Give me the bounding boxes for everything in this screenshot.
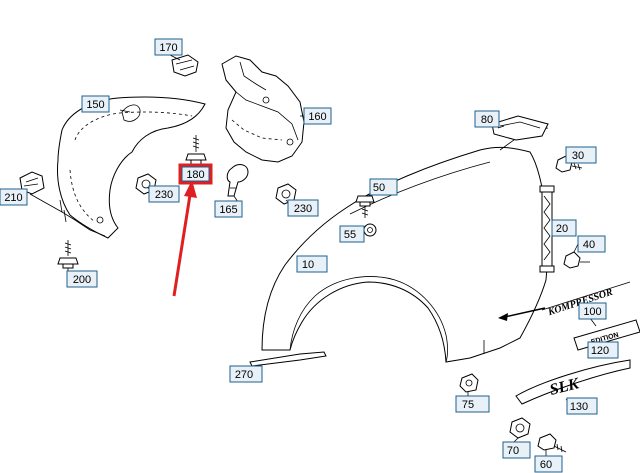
callout-10-text: 10 <box>302 259 314 271</box>
wheel-arch-liner-150 <box>57 96 206 239</box>
callout-60[interactable]: 60 <box>534 455 563 473</box>
callout-55-text: 55 <box>344 229 356 241</box>
bracket-80 <box>491 115 549 141</box>
slk-emblem: SLK <box>515 359 631 405</box>
callout-10[interactable]: 10 <box>296 255 328 273</box>
screw-200 <box>57 240 79 269</box>
callout-75-text: 75 <box>462 399 474 411</box>
callout-270-text: 270 <box>235 369 253 381</box>
callout-50-text: 50 <box>373 182 385 194</box>
callout-180[interactable]: 180 <box>178 163 213 185</box>
screw-50 <box>355 195 375 218</box>
mounting-arrow <box>498 307 546 321</box>
callout-165[interactable]: 165 <box>214 200 243 218</box>
callout-160[interactable]: 160 <box>303 107 332 125</box>
callout-60-text: 60 <box>540 459 552 471</box>
callout-270[interactable]: 270 <box>229 365 263 383</box>
callout-200[interactable]: 200 <box>66 270 98 288</box>
callout-210[interactable]: 210 <box>0 188 28 206</box>
callout-230-middle-text: 230 <box>294 203 312 215</box>
callout-80-text: 80 <box>481 114 493 126</box>
callout-230-left-text: 230 <box>155 189 173 201</box>
callout-160-text: 160 <box>308 111 326 123</box>
clip-165 <box>226 164 249 197</box>
callout-120-text: 120 <box>591 345 609 357</box>
clip-40 <box>563 251 590 269</box>
callout-75[interactable]: 75 <box>455 395 490 413</box>
nut-230-middle <box>275 183 297 205</box>
callout-200-text: 200 <box>73 274 91 286</box>
screw-60 <box>537 433 567 453</box>
screw-180 <box>185 135 207 165</box>
liner-panel-160 <box>221 55 305 163</box>
clip-170 <box>171 54 199 77</box>
nut-70 <box>509 417 531 439</box>
callout-70[interactable]: 70 <box>502 441 531 459</box>
callout-130[interactable]: 130 <box>566 397 598 415</box>
slk-badge-text: SLK <box>548 375 582 399</box>
callout-180-text: 180 <box>186 169 204 181</box>
callout-230-left[interactable]: 230 <box>148 185 180 203</box>
callout-130-text: 130 <box>570 401 588 413</box>
callout-70-text: 70 <box>507 445 519 457</box>
callout-40-text: 40 <box>583 239 595 251</box>
highlight-box <box>178 163 213 185</box>
callout-100[interactable]: 100 <box>578 302 607 320</box>
callout-20-text: 20 <box>556 223 568 235</box>
callout-230-middle[interactable]: 230 <box>287 199 319 217</box>
callout-80[interactable]: 80 <box>474 110 500 128</box>
callout-165-text: 165 <box>219 204 237 216</box>
trim-strip-270 <box>249 351 327 367</box>
callout-20[interactable]: 20 <box>551 219 577 237</box>
callout-120[interactable]: 120 <box>587 341 619 359</box>
callout-40[interactable]: 40 <box>577 235 606 253</box>
callout-50[interactable]: 50 <box>369 178 398 196</box>
callout-150-text: 150 <box>86 99 104 111</box>
callout-150[interactable]: 150 <box>81 95 110 113</box>
callout-30-text: 30 <box>572 150 584 162</box>
callout-170[interactable]: 170 <box>154 38 183 56</box>
callout-30[interactable]: 30 <box>565 146 597 164</box>
callout-210-text: 210 <box>4 192 22 204</box>
nut-55 <box>363 223 377 237</box>
callout-55[interactable]: 55 <box>339 225 365 243</box>
screw-75 <box>459 373 479 393</box>
callout-100-text: 100 <box>583 306 601 318</box>
callout-170-text: 170 <box>159 42 177 54</box>
highlight-arrow <box>172 180 197 297</box>
front-fender-10 <box>261 127 549 363</box>
